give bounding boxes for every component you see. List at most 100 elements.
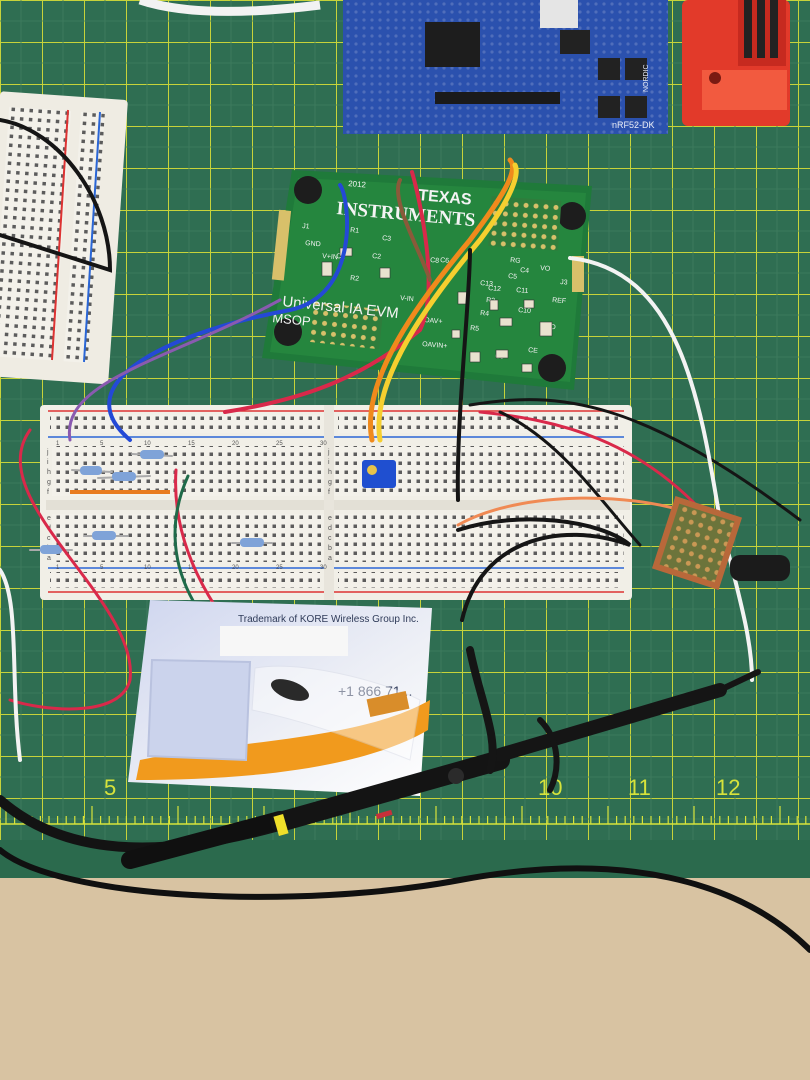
ti-silkscreen-label: R4 [480, 310, 490, 318]
ti-silkscreen-label: V-IN [400, 295, 414, 303]
red-3d-printed-holder [682, 0, 790, 126]
breadboard-row-label: a [328, 555, 332, 562]
white-wire [568, 256, 754, 682]
ti-silkscreen-label: V+IN [322, 253, 338, 261]
sim-trademark-text: Trademark of KORE Wireless Group Inc. [238, 614, 419, 625]
ti-brand-prefix: TEXAS [418, 187, 473, 209]
ruler-number-11: 11 [628, 775, 651, 800]
smd-component [489, 299, 499, 311]
breadboard-row-label: e [328, 515, 332, 522]
ti-silkscreen-label: C5 [508, 273, 518, 281]
ti-year: 2012 [348, 179, 367, 190]
breadboard-row-label: c [328, 535, 332, 542]
ti-silkscreen-label: R1 [350, 227, 360, 235]
ti-silkscreen-label: C11 [516, 287, 529, 295]
blue-wire [107, 183, 350, 442]
smd-component [495, 349, 509, 359]
breadboard-column-number: 15 [188, 565, 195, 571]
resistor-4 [92, 531, 116, 540]
resistor-3 [140, 450, 164, 459]
ti-silkscreen-label: C13 [480, 280, 494, 288]
breadboard-row-label: i [328, 459, 330, 466]
breadboard-column-number: 25 [276, 441, 283, 447]
black-wire-right-2 [498, 410, 642, 547]
orange-wire [368, 157, 516, 443]
small-copper-pcb [651, 496, 790, 590]
white-cable-top [138, 0, 321, 16]
ti-silkscreen-label: C6 [440, 257, 450, 265]
sim-card-carrier: Trademark of KORE Wireless Group Inc. +1… [128, 600, 432, 796]
ti-silkscreen-label: C1 [336, 253, 346, 261]
breadboard-column-number: 1 [56, 565, 60, 571]
ti-silkscreen-label: R5 [470, 325, 480, 333]
breadboard-row-label: g [328, 479, 332, 486]
white-wire-left [0, 568, 22, 762]
ti-board-subtitle: MSOP [272, 310, 312, 329]
breadboard-row-label: h [47, 469, 51, 476]
trimmer-potentiometer [362, 460, 396, 488]
smd-component [451, 329, 461, 339]
ti-silkscreen-label: C2 [372, 253, 382, 261]
ti-silkscreen-label: C4 [520, 267, 530, 275]
breadboard-row-label: j [46, 449, 49, 456]
main-breadboard [40, 405, 632, 600]
breadboard-column-number: 10 [144, 441, 151, 447]
breadboard-column-number: 15 [188, 441, 195, 447]
ti-silkscreen-label: C8 [430, 257, 440, 265]
resistor-1 [80, 466, 102, 475]
smd-component [379, 267, 391, 279]
orange-jumper-short [70, 490, 170, 494]
breadboard-row-label: j [327, 449, 330, 456]
ti-silkscreen-label: C10 [518, 307, 532, 315]
breadboard-column-number: 20 [232, 565, 239, 571]
ti-silkscreen-label: REF [552, 297, 567, 305]
purple-wire [67, 298, 282, 442]
ti-silkscreen-label: OAV+ [424, 317, 443, 326]
breadboard-row-label: a [47, 555, 51, 562]
breadboard-row-label: d [328, 525, 332, 532]
resistors [29, 450, 273, 554]
ti-silkscreen-label: RG [510, 257, 521, 265]
smd-component [321, 261, 333, 277]
black-wire-left [0, 118, 113, 273]
breadboard-row-label: b [328, 545, 332, 552]
breadboard-column-number: 10 [144, 565, 151, 571]
breadboard-row-label: f [328, 489, 330, 496]
ti-silkscreen-label: GND [305, 240, 321, 248]
red-wire-left [8, 428, 132, 711]
nordic-dev-board: nRF52-DK NORDIC [343, 0, 668, 134]
smd-component [539, 321, 553, 337]
breadboard-column-number: 25 [276, 565, 283, 571]
ruler-number-5: 5 [104, 775, 116, 800]
black-wire-probe-ground [456, 517, 632, 622]
breadboard-column-number: 20 [232, 441, 239, 447]
ti-silkscreen-label: OAVIN+ [422, 341, 448, 350]
ti-silkscreen-label: J3 [560, 279, 568, 287]
resistor-5 [40, 545, 62, 554]
ti-silkscreen-label: R2 [350, 275, 360, 283]
ti-silkscreen-label: VO [540, 265, 551, 273]
breadboard-column-number: 30 [320, 441, 327, 447]
breadboard-column-number: 5 [100, 565, 104, 571]
breadboard-row-label: h [328, 469, 332, 476]
resistor-2 [112, 472, 136, 481]
yellow-wire [376, 162, 519, 443]
breadboard-row-label: g [47, 479, 51, 486]
ti-silkscreen-label: C3 [382, 235, 392, 243]
smd-component [523, 299, 535, 309]
black-wire-right [468, 398, 802, 522]
ti-silkscreen-label: C12 [488, 285, 502, 293]
breadboard-column-number: 30 [320, 565, 327, 571]
breadboard-column-number: 1 [56, 441, 60, 447]
breadboard-row-label: c [47, 535, 51, 542]
oscilloscope-probe [0, 646, 810, 953]
nordic-board-label: nRF52-DK [612, 120, 655, 130]
breadboard-row-label: e [47, 515, 51, 522]
breadboard-row-label: i [47, 459, 49, 466]
breadboard-row-label: f [47, 489, 49, 496]
ti-silkscreen-label: CE [528, 347, 539, 355]
resistor-6 [240, 538, 264, 547]
ti-silkscreen-label: J1 [302, 223, 310, 231]
